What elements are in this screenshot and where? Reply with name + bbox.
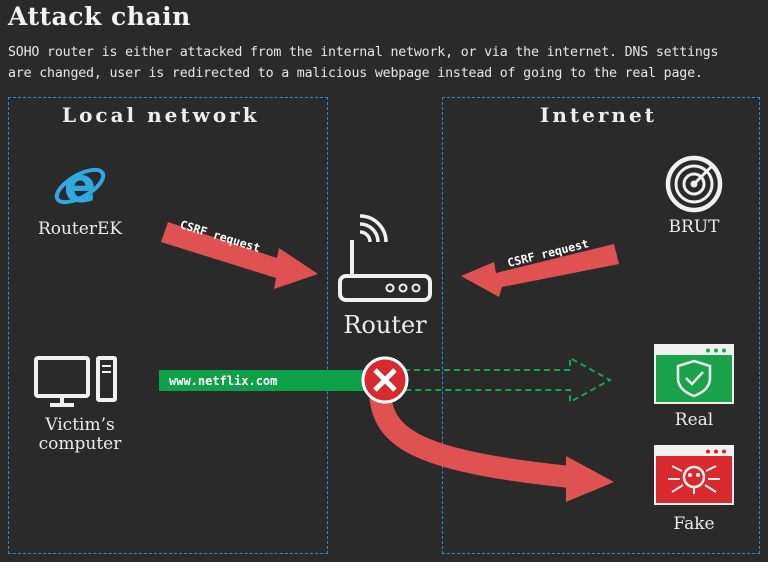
csrf-arrow-local: [161, 222, 318, 289]
router-label: Router: [343, 311, 427, 339]
csrf-arrow-internet: [461, 244, 619, 297]
brut-label: BRUT: [668, 217, 720, 237]
url-bar: [159, 370, 368, 391]
internet-zone: [442, 97, 760, 554]
local-network-zone: [8, 97, 328, 554]
router-ek-label: RouterEK: [37, 219, 123, 239]
internet-explorer-icon: e: [54, 158, 106, 214]
page-description: SOHO router is either attacked from the …: [8, 42, 768, 84]
real-label: Real: [674, 410, 714, 430]
url-label: www.netflix.com: [169, 374, 277, 388]
skull-window-icon: [654, 445, 734, 505]
svg-text:e: e: [64, 158, 97, 214]
dashed-arrow-to-real: [404, 356, 613, 404]
radar-icon: [665, 155, 723, 213]
shield-check-window-icon: [654, 344, 734, 404]
redirect-arrow-to-fake: [369, 391, 614, 502]
blocked-x-icon: [361, 356, 409, 404]
description-line-2: are changed, user is redirected to a mal…: [8, 66, 703, 81]
victim-label-line2: computer: [38, 434, 122, 454]
victim-label-line1: Victim’s: [45, 415, 115, 435]
local-network-title: Local network: [62, 103, 260, 127]
wifi-router-icon: [338, 214, 432, 302]
desktop-computer-icon: [34, 356, 117, 407]
internet-title: Internet: [540, 103, 657, 127]
fake-label: Fake: [673, 514, 715, 534]
description-line-1: SOHO router is either attacked from the …: [8, 45, 719, 60]
page-title: Attack chain: [8, 2, 191, 31]
